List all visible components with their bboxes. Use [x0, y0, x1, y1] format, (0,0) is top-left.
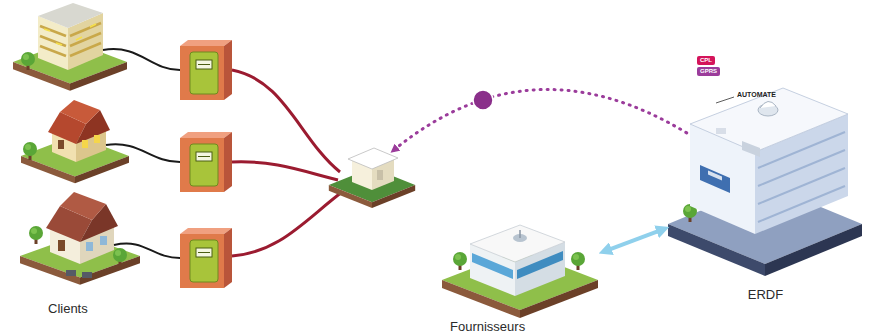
apartment-building: [44, 29, 50, 31]
erdf-building: [760, 101, 776, 108]
erdf-building: [668, 88, 862, 276]
apartment-building: [40, 36, 66, 46]
erdf-building: [742, 141, 760, 157]
house: [94, 135, 100, 143]
supplier-building: [517, 251, 563, 279]
supplier-building: [472, 253, 513, 279]
part-label: AUTOMATE: [737, 91, 776, 99]
apartment-building: [56, 43, 62, 45]
apartment-building: [76, 37, 82, 40]
radio-link: [394, 89, 710, 150]
house: [20, 192, 140, 285]
supplier-node: Fournisseurs: [440, 232, 600, 334]
house: [60, 100, 100, 124]
house-wire: [103, 49, 180, 70]
radio-link: [473, 90, 493, 110]
erdf-building: [758, 186, 845, 222]
power-line: [232, 70, 342, 256]
power-line: [232, 162, 338, 180]
house-wire: [103, 49, 180, 258]
electric-meter: [180, 132, 232, 192]
house: [23, 142, 37, 160]
concentrator: [377, 170, 383, 180]
supplier-building: [571, 252, 585, 270]
house: [100, 236, 107, 245]
concentrator: [329, 148, 415, 208]
group-label: Clients: [48, 302, 88, 317]
house: [86, 242, 93, 251]
node-label: ERDF: [748, 287, 783, 302]
house: [82, 272, 92, 278]
apartment-building: [90, 24, 96, 27]
house: [60, 192, 106, 220]
electric-meter: [180, 40, 232, 100]
house: [82, 140, 88, 148]
house: [21, 100, 129, 183]
house: [29, 226, 43, 244]
erdf-building: [700, 165, 730, 193]
leader-line: [716, 97, 734, 103]
apartment-building: [40, 46, 66, 56]
concentrator: [348, 148, 398, 169]
erdf-building: [758, 132, 845, 168]
supplier-building: [442, 225, 598, 318]
apartment-building: [44, 24, 96, 45]
apartment-building: [70, 43, 101, 56]
node-label: Fournisseurs: [450, 319, 525, 334]
erdf-building: [716, 128, 726, 134]
apartment-building: [40, 23, 101, 56]
erdf-building: [758, 132, 845, 222]
badge-label: CPL: [697, 56, 715, 65]
house: [113, 248, 127, 266]
double-arrow: [604, 229, 665, 252]
erdf-building: [758, 150, 845, 186]
erdf-building: [765, 224, 862, 276]
supplier-building: [519, 230, 521, 238]
power-line: [232, 192, 342, 256]
erdf-building: [690, 88, 848, 152]
apartment-building: [21, 52, 35, 70]
house-wire: [106, 144, 180, 162]
radio-link: [479, 93, 486, 107]
house: [58, 140, 64, 149]
house: [66, 270, 76, 276]
apartment-building: [40, 26, 66, 36]
apartment-building: [13, 3, 127, 91]
power-line: [232, 70, 340, 172]
erdf-node: ERDF: [668, 80, 863, 302]
electric-meter: [180, 228, 232, 288]
house-wire: [114, 244, 180, 258]
house: [58, 240, 65, 251]
badge-label: GPRS: [697, 67, 720, 76]
erdf-building: [758, 168, 845, 204]
electric-meter: [180, 40, 232, 288]
concentrator: [372, 185, 415, 208]
concentrator: [329, 185, 372, 208]
apartment-building: [38, 3, 103, 28]
radio-link: [394, 89, 710, 150]
erdf-building: [708, 171, 722, 181]
supplier-building: [453, 252, 467, 270]
